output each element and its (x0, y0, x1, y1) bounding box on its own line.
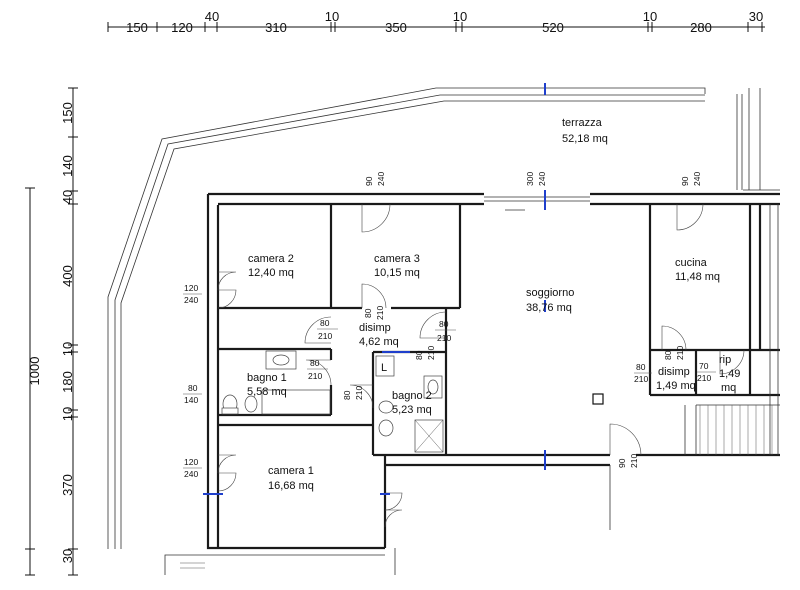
room-bagno1-name: bagno 1 (247, 372, 287, 384)
right-edge-lines (769, 204, 779, 455)
left-dim-370: 370 (60, 474, 75, 496)
left-dimension-chain: 150 140 40 400 10 180 10 370 30 1000 (25, 87, 78, 576)
top-dimension-chain: 150 120 40 310 10 350 10 520 10 280 30 (107, 9, 765, 35)
room-cucina-name: cucina (675, 257, 708, 269)
door-dim-80-e: 80 (342, 390, 352, 400)
room-rip-name: rip (719, 354, 731, 366)
door-dim-240-c: 240 (692, 172, 702, 186)
top-dim-10c: 10 (643, 9, 657, 24)
bidet-fixture (244, 395, 258, 413)
room-camera3-name: camera 3 (374, 253, 420, 265)
left-dim-400: 400 (60, 265, 75, 287)
window-dim-80: 80 (188, 383, 198, 393)
top-dim-30: 30 (749, 9, 763, 24)
bathroom-fixtures: L (221, 350, 604, 453)
bathtub-fixture (261, 389, 331, 415)
door-dim-80-a: 80 (363, 308, 373, 318)
room-disimp1-area: 4,62 mq (359, 336, 399, 348)
top-dim-10a: 10 (325, 9, 339, 24)
top-dim-150: 150 (126, 20, 148, 35)
terrace-outline (107, 83, 780, 549)
left-dim-10a: 10 (60, 342, 75, 356)
door-dim-80-c: 80 (439, 319, 449, 329)
left-dim-180: 180 (60, 371, 75, 393)
top-dim-40: 40 (205, 9, 219, 24)
bidet2-fixture (378, 400, 394, 414)
bottom-edge-lines (164, 465, 611, 575)
door-dim-210-f: 210 (426, 346, 436, 360)
left-dim-10b: 10 (60, 407, 75, 421)
column (592, 393, 604, 405)
top-dim-120: 120 (171, 20, 193, 35)
door-swings (217, 203, 745, 528)
door-dim-210-i: 210 (697, 373, 711, 383)
window-dim-140: 140 (184, 395, 198, 405)
door-dim-120-a: 120 (184, 283, 198, 293)
left-dim-total: 1000 (27, 357, 42, 386)
door-dim-210-b: 210 (318, 331, 332, 341)
room-camera2-area: 12,40 mq (248, 267, 294, 279)
door-dim-120-b: 120 (184, 457, 198, 467)
room-soggiorno-name: soggiorno (526, 287, 574, 299)
room-bagno2-name: bagno 2 (392, 390, 432, 402)
door-dim-80-b: 80 (320, 318, 330, 328)
door-dim-90-c: 90 (617, 458, 627, 468)
door-dim-210-d: 210 (308, 371, 322, 381)
door-dim-90-a: 90 (364, 176, 374, 186)
door-dim-240-b: 240 (537, 172, 547, 186)
room-terrazza-area: 52,18 mq (562, 133, 608, 145)
room-disimp1-name: disimp (359, 322, 391, 334)
top-dim-350: 350 (385, 20, 407, 35)
left-dim-150: 150 (60, 102, 75, 124)
door-dim-210-j: 210 (629, 454, 639, 468)
room-disimp2-name: disimp (658, 366, 690, 378)
room-camera2-name: camera 2 (248, 253, 294, 265)
room-disimp2-area: 1,49 mq (656, 380, 696, 392)
room-bagno2-area: 5,23 mq (392, 404, 432, 416)
stair-treads (699, 405, 773, 455)
room-bagno1-area: 5,58 mq (247, 386, 287, 398)
lift-symbol: L (381, 362, 387, 374)
door-dim-210-c: 210 (437, 333, 451, 343)
door-dim-210-e: 210 (354, 386, 364, 400)
room-rip-area-num: 1,49 (719, 368, 740, 380)
door-dimension-labels: 90 240 300 240 90 240 120 240 80 210 80 … (183, 172, 716, 479)
room-rip-area-unit: mq (721, 382, 736, 394)
room-terrazza-name: terrazza (562, 117, 603, 129)
toilet2-fixture (378, 419, 394, 437)
room-camera3-area: 10,15 mq (374, 267, 420, 279)
room-labels: terrazza 52,18 mq camera 2 12,40 mq came… (247, 117, 740, 492)
door-dim-210-h: 210 (634, 374, 648, 384)
lift-box (375, 355, 395, 377)
room-camera1-name: camera 1 (268, 465, 314, 477)
top-dim-10b: 10 (453, 9, 467, 24)
door-dim-300: 300 (525, 172, 535, 186)
left-dim-140: 140 (60, 155, 75, 177)
top-dim-520: 520 (542, 20, 564, 35)
door-dim-80-d: 80 (310, 358, 320, 368)
door-dim-70: 70 (699, 361, 709, 371)
door-dim-210-a: 210 (375, 306, 385, 320)
door-dim-210-g: 210 (675, 346, 685, 360)
top-dim-280: 280 (690, 20, 712, 35)
door-dim-240-a: 240 (376, 172, 386, 186)
door-dim-80-g: 80 (663, 350, 673, 360)
left-dim-40: 40 (60, 190, 75, 204)
door-dim-240-e: 240 (184, 469, 198, 479)
door-dim-240-d: 240 (184, 295, 198, 305)
top-dim-310: 310 (265, 20, 287, 35)
room-cucina-area: 11,48 mq (675, 271, 720, 283)
door-dim-90-b: 90 (680, 176, 690, 186)
section-markers (203, 190, 546, 495)
door-dim-80-h: 80 (636, 362, 646, 372)
room-camera1-area: 16,68 mq (268, 480, 314, 492)
walls (206, 192, 780, 550)
door-dim-80-f: 80 (414, 350, 424, 360)
room-soggiorno-area: 38,76 mq (526, 302, 572, 314)
left-dim-30: 30 (60, 549, 75, 563)
